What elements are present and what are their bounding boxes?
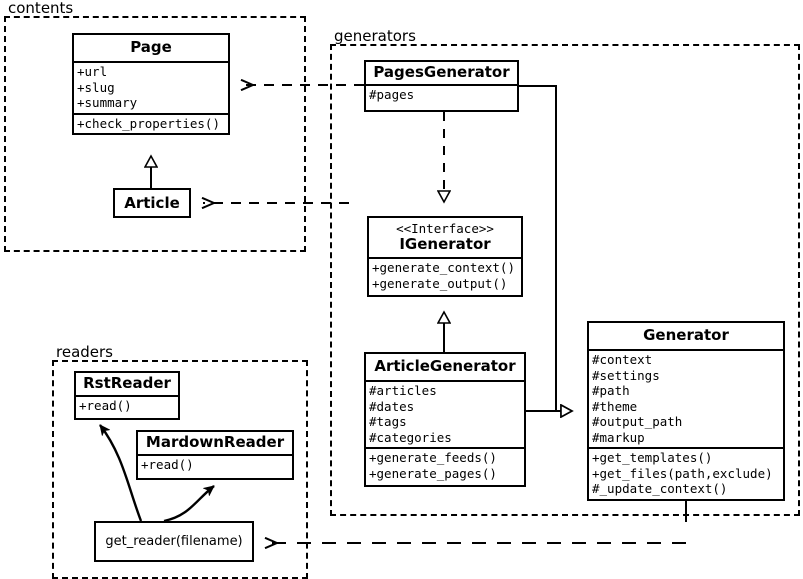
class-page-title: Page	[130, 38, 172, 56]
class-rstreader-title: RstReader	[83, 374, 171, 392]
class-articlegenerator-title: ArticleGenerator	[374, 357, 516, 375]
class-page-attributes: +url +slug +summary	[74, 61, 228, 113]
operation: +generate_output()	[372, 275, 508, 291]
package-readers-label: readers	[54, 344, 116, 360]
attribute: #theme	[592, 398, 638, 414]
package-generators	[330, 44, 800, 516]
attribute: #output_path	[592, 414, 683, 429]
attribute: #context	[592, 352, 653, 367]
package-readers	[52, 360, 308, 579]
operation: +check_properties()	[77, 115, 220, 131]
operation: +get_templates()	[592, 450, 713, 465]
class-generator[interactable]: Generator #context #settings #path #them…	[587, 321, 785, 501]
attribute: +slug	[77, 79, 115, 95]
class-mardownreader[interactable]: MardownReader +read()	[136, 430, 294, 480]
class-pagesgenerator-title: PagesGenerator	[373, 63, 510, 81]
class-articlegenerator-operations: +generate_feeds() +generate_pages()	[366, 447, 524, 483]
class-igenerator-title: IGenerator	[399, 235, 491, 253]
class-generator-operations: +get_templates() +get_files(path,exclude…	[589, 447, 783, 499]
class-article-title: Article	[124, 194, 180, 212]
class-articlegenerator[interactable]: ArticleGenerator #articles #dates #tags …	[364, 352, 526, 487]
attribute: #articles	[369, 383, 437, 398]
operation: +read()	[79, 398, 132, 413]
class-rstreader[interactable]: RstReader +read()	[74, 371, 180, 420]
operation: +read()	[141, 457, 194, 472]
operation: +get_files(path,exclude)	[592, 465, 773, 481]
class-igenerator-operations: +generate_context() +generate_output()	[369, 257, 521, 293]
operation: +generate_pages()	[369, 465, 497, 481]
package-contents	[4, 16, 306, 252]
package-generators-label: generators	[332, 28, 419, 44]
class-igenerator-stereotype: <<Interface>>	[396, 221, 494, 236]
class-articlegenerator-attributes: #articles #dates #tags #categories	[366, 380, 524, 447]
attribute: #tags	[369, 414, 407, 429]
class-rstreader-operations: +read()	[76, 395, 178, 416]
class-igenerator[interactable]: <<Interface>> IGenerator +generate_conte…	[367, 216, 523, 297]
attribute: #dates	[369, 398, 415, 414]
class-page-operations: +check_properties()	[74, 112, 228, 134]
class-pagesgenerator[interactable]: PagesGenerator #pages	[364, 60, 519, 112]
attribute: #categories	[369, 429, 452, 445]
operation: +generate_feeds()	[369, 450, 497, 465]
attribute: +url	[77, 64, 108, 79]
package-contents-label: contents	[6, 0, 77, 16]
class-mardownreader-operations: +read()	[138, 454, 292, 475]
class-article[interactable]: Article	[113, 188, 191, 218]
attribute: #pages	[369, 87, 415, 102]
operation: +generate_context()	[372, 260, 515, 275]
attribute: #markup	[592, 429, 645, 445]
function-get-reader-label: get_reader(filename)	[105, 534, 243, 549]
attribute: +summary	[77, 95, 138, 110]
class-generator-attributes: #context #settings #path #theme #output_…	[589, 349, 783, 447]
operation: #_update_context()	[592, 481, 728, 496]
attribute: #path	[592, 383, 630, 398]
class-page[interactable]: Page +url +slug +summary +check_properti…	[72, 33, 230, 135]
class-mardownreader-title: MardownReader	[145, 433, 285, 451]
function-get-reader[interactable]: get_reader(filename)	[94, 521, 254, 562]
attribute: #settings	[592, 367, 660, 383]
class-pagesgenerator-attributes: #pages	[366, 84, 517, 105]
class-generator-title: Generator	[643, 326, 729, 344]
